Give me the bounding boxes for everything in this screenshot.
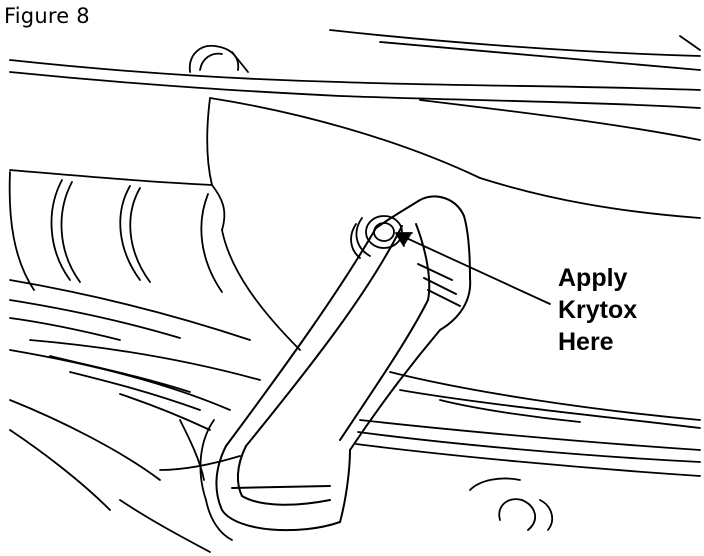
- lever-arm: [216, 197, 470, 531]
- upper-body-panel: [10, 30, 700, 140]
- housing-block: [10, 98, 700, 350]
- callout-line-1: Apply: [558, 264, 628, 292]
- lower-rail: [10, 340, 260, 552]
- figure-title: Figure 8: [4, 4, 90, 28]
- pivot-point: [351, 216, 402, 258]
- krytox-callout: Apply Krytox Here: [558, 262, 637, 358]
- callout-line-3: Here: [558, 328, 614, 356]
- base-bolt: [470, 478, 552, 530]
- leader-arrow: [396, 233, 550, 304]
- right-rails: [356, 372, 700, 476]
- ribbed-side: [10, 172, 250, 340]
- callout-line-2: Krytox: [558, 296, 638, 324]
- mounting-tab: [190, 46, 248, 72]
